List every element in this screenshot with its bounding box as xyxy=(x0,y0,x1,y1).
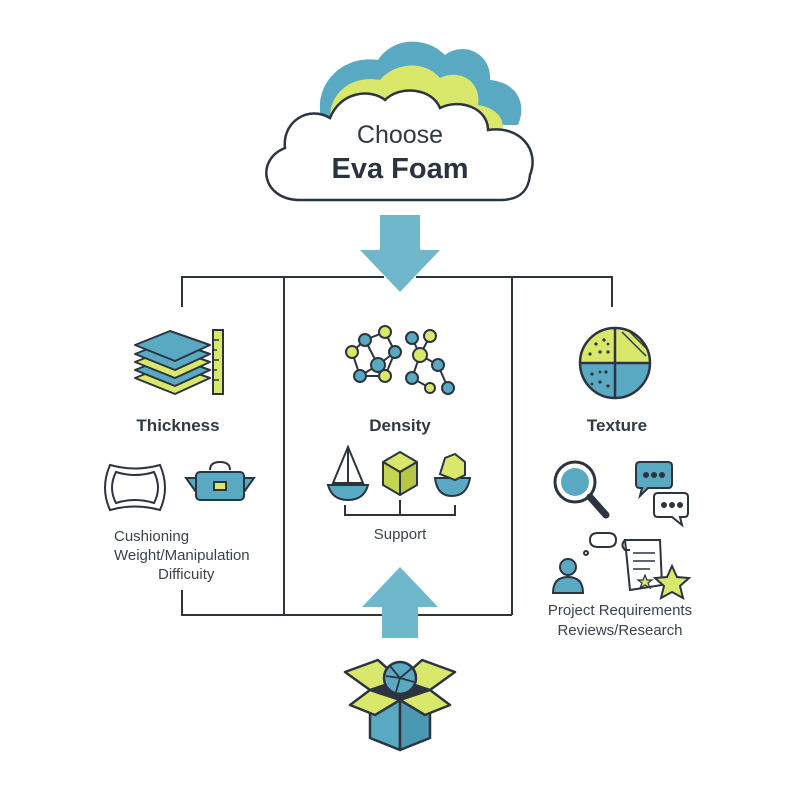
column-title-density: Density xyxy=(369,416,431,435)
up-arrow xyxy=(362,567,438,638)
down-arrow xyxy=(360,215,440,292)
texture-circle-icon xyxy=(578,326,652,400)
chat-bubbles-icon xyxy=(635,461,689,528)
user-thought-icon xyxy=(551,532,618,594)
ruler-icon xyxy=(212,329,224,395)
note-cushioning: Cushioning xyxy=(114,528,190,545)
column-title-texture: Texture xyxy=(586,416,648,435)
support-label: Support xyxy=(373,526,427,543)
open-box-icon xyxy=(343,658,457,752)
note-reviews-research: Reviews/Research xyxy=(557,622,683,639)
molecule-icon xyxy=(345,325,455,395)
cloud-title-line1: Choose xyxy=(356,121,444,149)
connector-lines xyxy=(181,276,613,616)
cloud-title-line2: Eva Foam xyxy=(331,153,469,185)
bag-icon xyxy=(184,460,256,501)
note-difficulty: Difficuity xyxy=(158,566,215,583)
balance-scale-icon xyxy=(326,444,472,516)
pillow-icon xyxy=(104,463,166,512)
cloud-shape xyxy=(265,41,534,202)
column-title-thickness: Thickness xyxy=(136,416,220,435)
document-star-icon xyxy=(621,539,692,600)
magnifier-icon xyxy=(553,460,610,519)
note-weight-manipulation: Weight/Manipulation xyxy=(114,547,250,564)
cube-icon xyxy=(382,451,418,496)
foam-layers-icon xyxy=(134,330,211,395)
note-project-requirements: Project Requirements xyxy=(547,602,693,619)
